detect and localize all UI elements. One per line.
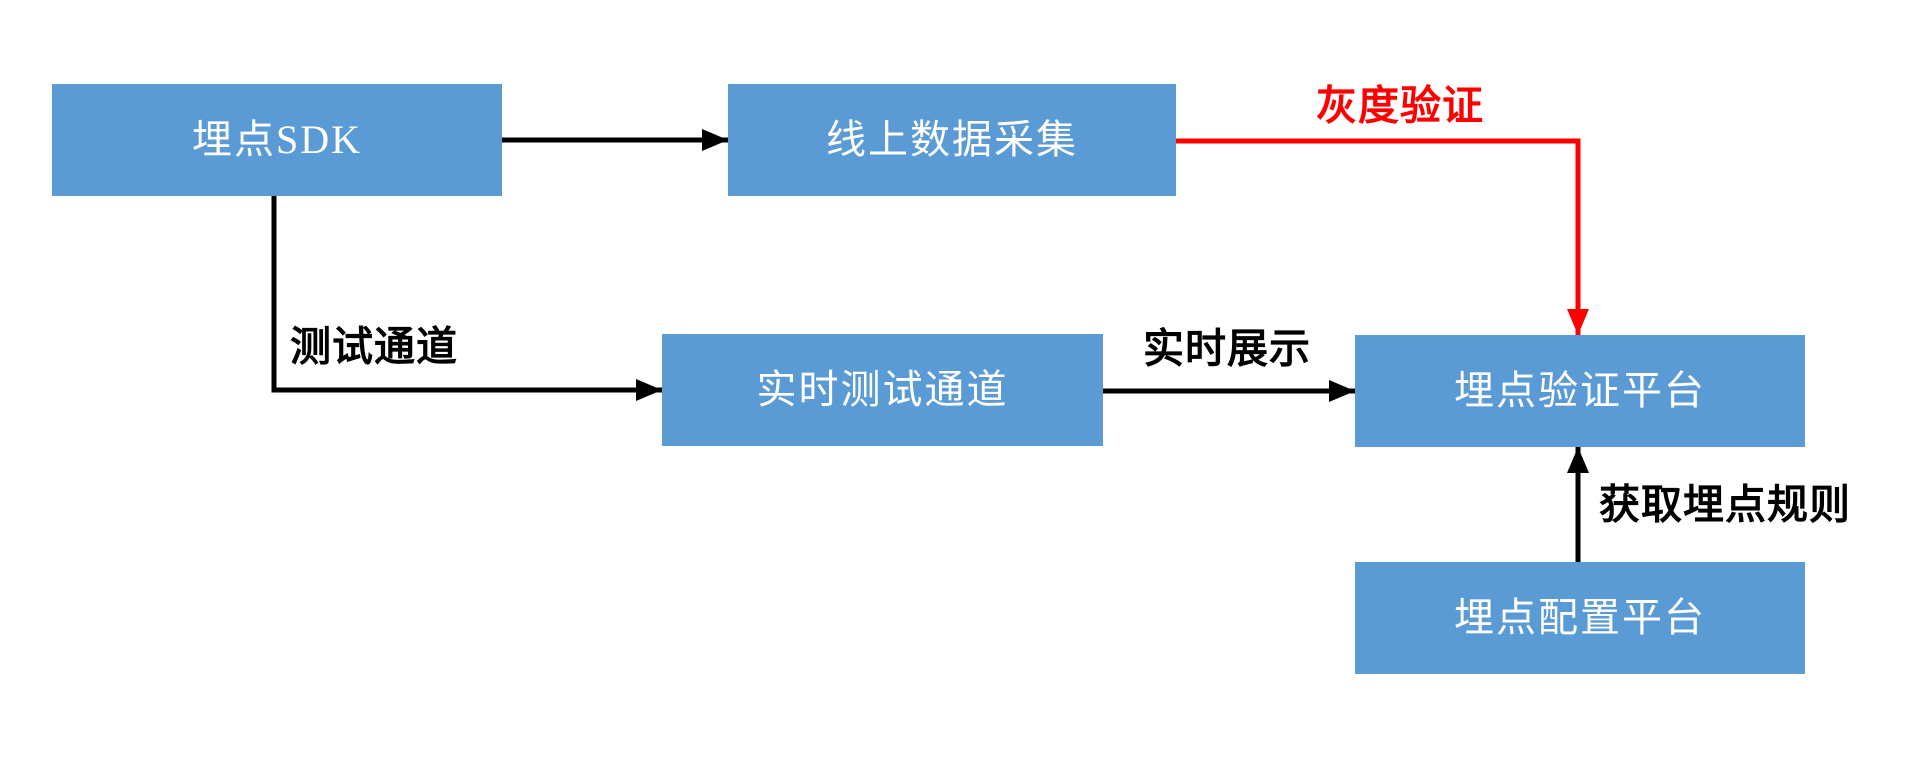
arrow-gray-validation	[1176, 138, 1589, 335]
node-tracking-config-platform: 埋点配置平台	[1355, 562, 1805, 674]
node-tracking-sdk: 埋点SDK	[52, 84, 502, 196]
node-tracking-verification-platform: 埋点验证平台	[1355, 335, 1805, 447]
node-tracking-sdk-label: 埋点SDK	[191, 117, 363, 162]
node-online-data-collection-label: 线上数据采集	[826, 117, 1078, 162]
edge-label-fetch-tracking-rules: 获取埋点规则	[1599, 481, 1851, 528]
edge-label-realtime-display: 实时展示	[1143, 325, 1311, 372]
arrow-sdk-to-realtime-test-channel	[271, 196, 662, 401]
node-realtime-test-channel-label: 实时测试通道	[756, 367, 1009, 412]
node-tracking-config-platform-label: 埋点配置平台	[1454, 595, 1706, 640]
node-realtime-test-channel: 实时测试通道	[662, 334, 1103, 446]
edge-label-gray-validation: 灰度验证	[1316, 82, 1484, 129]
node-tracking-verification-platform-label: 埋点验证平台	[1454, 368, 1706, 413]
edge-label-test-channel: 测试通道	[290, 323, 458, 370]
node-online-data-collection: 线上数据采集	[728, 84, 1176, 196]
